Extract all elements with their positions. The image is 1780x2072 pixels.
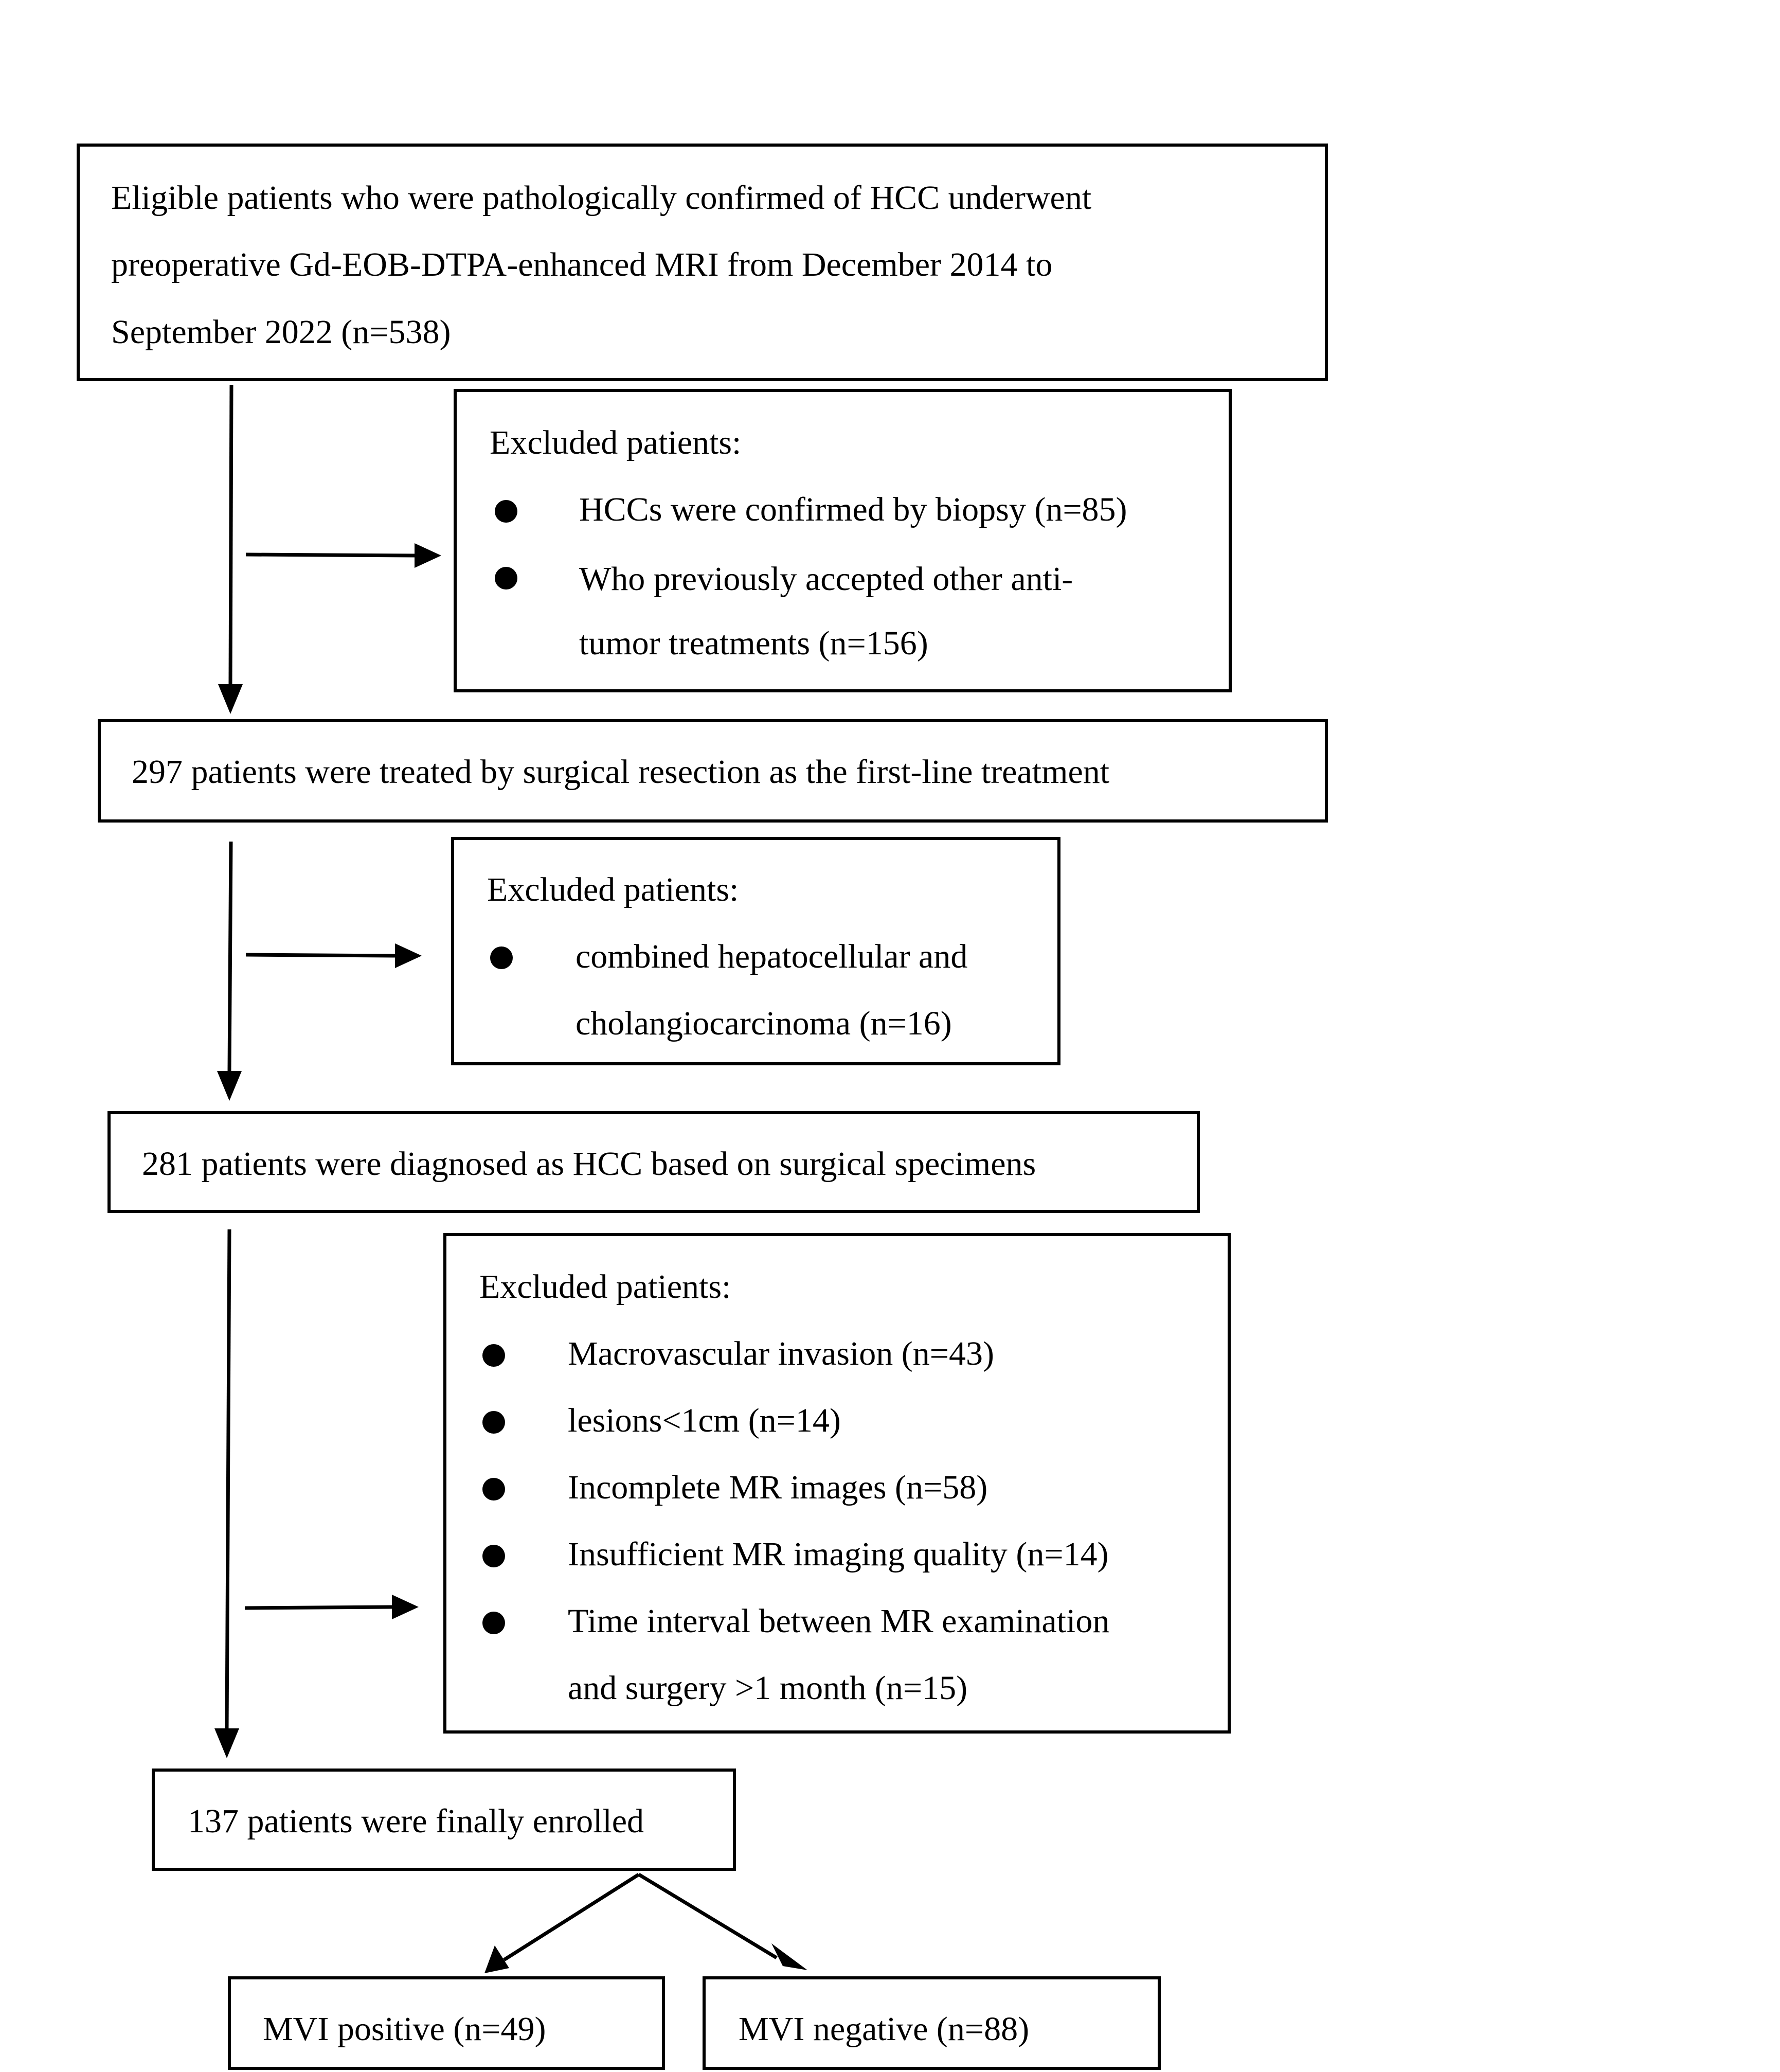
exclusion-2-heading: Excluded patients: [487,871,739,908]
mvi-positive-text: MVI positive (n=49) [263,2010,546,2048]
mvi-negative-box: MVI negative (n=88) [703,1976,1161,2070]
exclusion-3-item-3: Incomplete MR images (n=58) [568,1469,988,1506]
exclusion-3-item-5: Time interval between MR examination [568,1602,1110,1640]
bullet-icon [482,1344,505,1367]
down-arrow-3 [214,1229,239,1758]
exclusion-2-item-1: combined hepatocellular and [576,938,968,975]
bullet-icon [482,1612,505,1634]
bullet-icon [482,1545,505,1567]
diagnosed-box: 281 patients were diagnosed as HCC based… [107,1111,1200,1213]
down-arrow-2 [217,841,242,1101]
exclusion-1-item-1: HCCs were confirmed by biopsy (n=85) [579,491,1127,528]
down-arrow-1 [218,384,243,714]
exclusion-1-item-2: Who previously accepted other anti- [579,560,1073,598]
right-arrow-3 [244,1595,419,1619]
start-line-1: Eligible patients who were pathologicall… [111,179,1092,217]
diagnosed-text: 281 patients were diagnosed as HCC based… [142,1145,1036,1183]
exclusion-box-2: Excluded patients: combined hepatocellul… [451,837,1060,1065]
start-box: Eligible patients who were pathologicall… [77,144,1328,381]
enrolled-box: 137 patients were finally enrolled [152,1769,736,1871]
bullet-icon [482,1478,505,1501]
enrolled-text: 137 patients were finally enrolled [188,1802,644,1840]
exclusion-1-heading: Excluded patients: [490,424,742,461]
split-arrow-right [638,1873,807,1970]
exclusion-2-item-2: cholangiocarcinoma (n=16) [576,1005,952,1042]
bullet-icon [495,500,517,523]
resection-box: 297 patients were treated by surgical re… [98,719,1328,823]
bullet-icon [495,567,517,590]
mvi-negative-text: MVI negative (n=88) [739,2010,1030,2048]
split-arrow-left [484,1873,640,1973]
resection-text: 297 patients were treated by surgical re… [132,753,1110,791]
bullet-icon [482,1411,505,1434]
exclusion-3-item-4: Insufficient MR imaging quality (n=14) [568,1535,1109,1573]
exclusion-box-3: Excluded patients: Macrovascular invasio… [443,1233,1231,1734]
start-line-2: preoperative Gd-EOB-DTPA-enhanced MRI fr… [111,246,1053,283]
exclusion-1-item-3: tumor treatments (n=156) [579,624,928,662]
start-line-3: September 2022 (n=538) [111,313,451,351]
exclusion-3-item-2: lesions<1cm (n=14) [568,1402,841,1439]
right-arrow-2 [245,943,422,968]
exclusion-3-item-1: Macrovascular invasion (n=43) [568,1335,994,1372]
exclusion-3-heading: Excluded patients: [479,1268,731,1306]
mvi-positive-box: MVI positive (n=49) [228,1976,665,2070]
bullet-icon [490,946,513,969]
right-arrow-1 [245,543,441,568]
exclusion-3-item-6: and surgery >1 month (n=15) [568,1669,968,1707]
exclusion-box-1: Excluded patients: HCCs were confirmed b… [454,389,1232,692]
